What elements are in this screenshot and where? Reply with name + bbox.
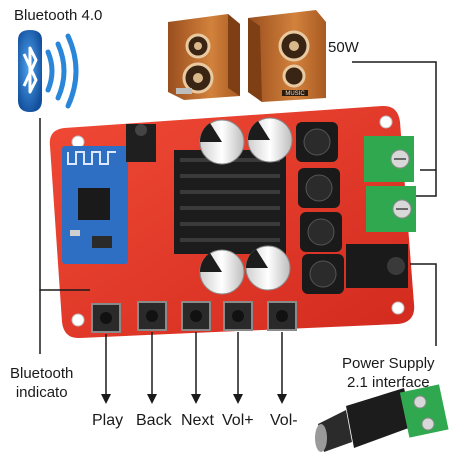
dc-jack bbox=[346, 244, 408, 288]
capacitor bbox=[247, 117, 293, 163]
power-supply-line-1: Power Supply bbox=[342, 355, 435, 372]
button-label-play: Play bbox=[92, 412, 124, 429]
callout-lines bbox=[39, 61, 437, 354]
power-supply-line-2: 2.1 interface bbox=[347, 374, 430, 391]
speaker-icon bbox=[168, 14, 240, 100]
push-button-back[interactable] bbox=[137, 301, 167, 331]
bluetooth-module bbox=[62, 146, 128, 264]
push-button-vol-down[interactable] bbox=[267, 301, 297, 331]
button-label-vol-down: Vol- bbox=[270, 412, 298, 429]
power-plug-icon bbox=[315, 384, 449, 452]
bluetooth-indicator-label: Bluetooth indicato bbox=[10, 364, 73, 402]
inductor bbox=[298, 168, 340, 208]
capacitor bbox=[245, 245, 291, 291]
button-label-next: Next bbox=[181, 412, 214, 429]
button-label-vol-up: Vol+ bbox=[222, 412, 254, 429]
inductor bbox=[302, 254, 344, 294]
speaker-terminal bbox=[366, 186, 416, 232]
power-supply-label: Power Supply 2.1 interface bbox=[342, 354, 435, 392]
heatsink bbox=[174, 150, 286, 254]
power-rating-label: 50W bbox=[328, 39, 359, 56]
bluetooth-indicator-line-2: indicato bbox=[15, 384, 68, 401]
bluetooth-icon bbox=[18, 30, 79, 112]
capacitor bbox=[199, 249, 245, 295]
button-label-back: Back bbox=[136, 412, 172, 429]
push-button-next[interactable] bbox=[181, 301, 211, 331]
speaker-brand-label: MUSIC bbox=[285, 91, 305, 97]
speaker-icon: MUSIC bbox=[248, 10, 326, 102]
bluetooth-version-label: Bluetooth 4.0 bbox=[14, 7, 103, 24]
capacitor bbox=[199, 119, 245, 165]
speaker-terminal bbox=[364, 136, 414, 182]
button-arrows bbox=[101, 332, 287, 404]
audio-jack bbox=[126, 124, 156, 162]
push-button-play[interactable] bbox=[91, 303, 121, 333]
inductor bbox=[296, 122, 338, 162]
push-button-vol-up[interactable] bbox=[223, 301, 253, 331]
bluetooth-indicator-line-1: Bluetooth bbox=[10, 365, 74, 382]
inductor bbox=[300, 212, 342, 252]
